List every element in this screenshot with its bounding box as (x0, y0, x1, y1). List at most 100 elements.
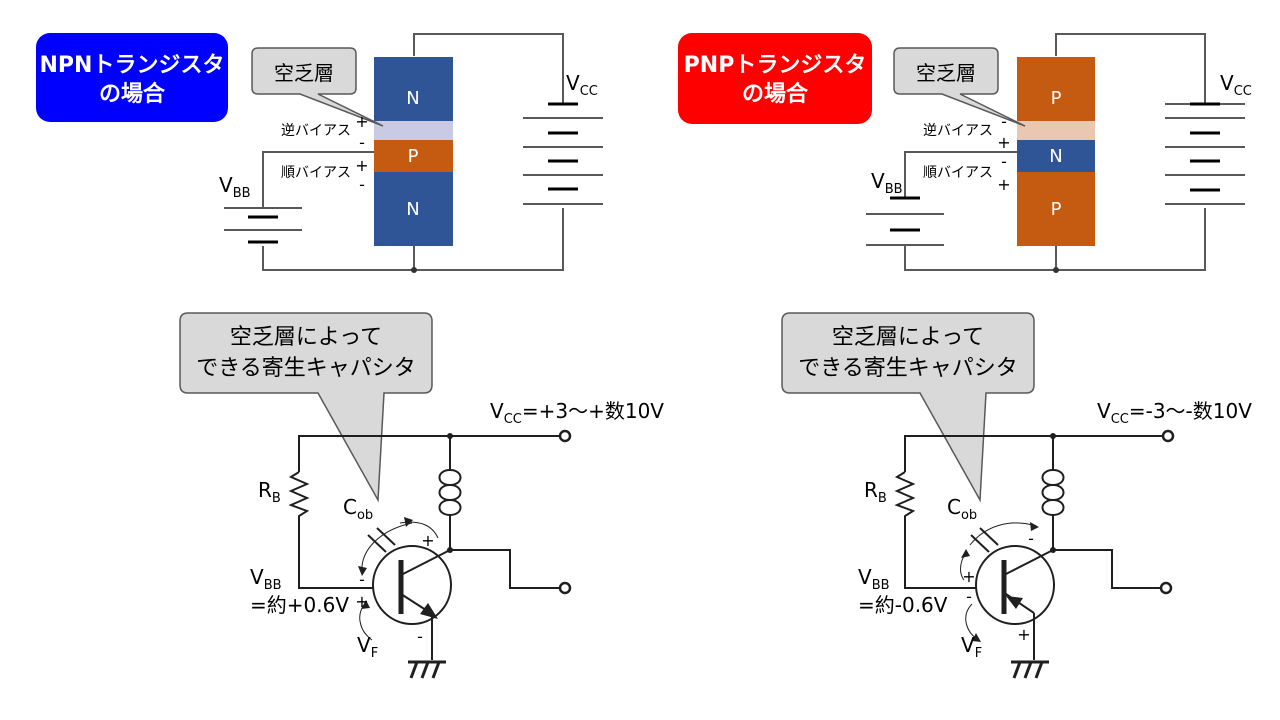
npn-junction-dot (411, 267, 417, 273)
npn-depletion-layer (374, 121, 453, 140)
pnp-title-line1: PNPトランジスタ (684, 53, 867, 78)
pnp-n-layer (1017, 140, 1095, 172)
npn-layer-mid-label: P (408, 146, 419, 167)
npn-title-box (36, 33, 228, 122)
npn-p-layer (374, 140, 453, 172)
pnp-vcc-label: VCC (1220, 71, 1252, 99)
npn-sign-c: + (421, 531, 434, 550)
npn-collector-wire (413, 33, 564, 104)
npn-layer-top-label: N (406, 88, 419, 109)
npn-cob-arrow-right (399, 521, 439, 539)
npn-vbb2-value: =約+0.6V (250, 593, 349, 617)
pnp-p-bottom (1017, 172, 1095, 246)
pnp-vbb2-label: VBB (858, 565, 890, 593)
pnp-reverse-bias-label: 逆バイアス (923, 123, 993, 139)
pnp-vbb2-value: =約-0.6V (858, 593, 948, 617)
pnp-collector-wire (1055, 33, 1206, 104)
npn-vbb-label: VBB (219, 173, 251, 201)
npn-sign-rev-top: + (355, 112, 368, 131)
pnp-vbb-battery (866, 196, 944, 246)
npn-section: NPNトランジスタ の場合 N P N 空乏層 逆バイアス 順バイアス + - … (36, 33, 664, 679)
npn-depletion-label: 空乏層 (274, 61, 334, 85)
pnp-inductor (1041, 469, 1065, 517)
pnp-supply-label: VCC=-3〜-数10V (1097, 399, 1252, 427)
npn-n-bottom (374, 172, 453, 246)
npn-vcc-terminal (558, 429, 572, 443)
npn-sign-b-top: - (359, 570, 365, 589)
npn-arrowhead-2 (404, 517, 413, 527)
npn-output-wire (450, 549, 565, 589)
npn-vcc-label: VCC (566, 71, 598, 99)
pnp-top-rail (904, 435, 1168, 472)
npn-vcc-battery (523, 102, 603, 205)
npn-title-line2: の場合 (99, 81, 166, 107)
pnp-arrowhead-3 (972, 633, 981, 642)
npn-rb-label: RB (258, 478, 281, 506)
pnp-cob-capacitor (970, 527, 999, 553)
npn-n-top (374, 57, 453, 121)
npn-sign-fwd-bottom: - (359, 175, 365, 194)
npn-inductor (438, 469, 462, 517)
pnp-output-wire (1053, 549, 1166, 589)
pnp-callout-line1: 空乏層によって (832, 325, 984, 350)
npn-capacitor-callout (179, 312, 433, 503)
pnp-arrowhead-2 (961, 549, 970, 558)
pnp-layer-top-label: P (1051, 88, 1062, 109)
pnp-rb-resistor (894, 471, 980, 589)
pnp-junction-dot (1053, 267, 1059, 273)
pnp-vf-label: VF (961, 633, 982, 661)
pnp-vbb-label: VBB (871, 169, 903, 197)
npn-depletion-callout (251, 47, 384, 127)
pnp-ground-icon (1011, 660, 1049, 679)
npn-callout-line2: できる寄生キャパシタ (196, 356, 416, 381)
npn-supply-label: VCC=+3〜+数10V (490, 399, 664, 427)
pnp-vcc-terminal (1161, 429, 1175, 443)
pnp-p-top (1017, 57, 1095, 121)
npn-forward-bias-label: 順バイアス (281, 165, 351, 181)
pnp-callout-line2: できる寄生キャパシタ (798, 356, 1018, 381)
pnp-vcc-battery (1165, 102, 1245, 205)
npn-output-terminal (558, 581, 572, 595)
npn-arrowhead-1 (358, 566, 367, 576)
pnp-output-terminal (1159, 581, 1173, 595)
npn-transistor (372, 545, 452, 660)
npn-sign-fwd-top: + (355, 156, 368, 175)
npn-top-rail (298, 435, 565, 472)
npn-title-line1: NPNトランジスタ (40, 53, 225, 78)
pnp-sign-b-top: + (962, 567, 975, 586)
pnp-sign-fwd-bottom: + (997, 175, 1010, 194)
pnp-depletion-layer (1017, 121, 1095, 140)
npn-cob-arrow-left (361, 522, 413, 574)
npn-vf-label: VF (357, 633, 378, 661)
pnp-sign-rev-bottom: + (997, 133, 1010, 152)
pnp-sign-e: + (1017, 625, 1030, 644)
pnp-forward-bias-label: 順バイアス (923, 165, 993, 181)
pnp-base-wire (904, 151, 1017, 198)
npn-ground-icon (408, 660, 446, 679)
npn-sign-b-bottom: + (355, 592, 368, 611)
pnp-cob-arrow-top (969, 522, 1037, 546)
pnp-rb-label: RB (864, 478, 887, 506)
pnp-sign-c: - (1028, 529, 1034, 548)
npn-reverse-bias-label: 逆バイアス (281, 123, 351, 139)
npn-vbb-battery (224, 207, 302, 244)
npn-cob-label: Cob (343, 495, 373, 523)
pnp-sign-fwd-top: - (1001, 152, 1007, 171)
npn-base-wire (262, 151, 374, 208)
pnp-depletion-label: 空乏層 (916, 61, 976, 85)
pnp-cob-label: Cob (947, 495, 977, 523)
npn-layer-bottom-label: N (406, 199, 419, 220)
pnp-layer-bottom-label: P (1051, 199, 1062, 220)
pnp-arrowhead-1 (1030, 522, 1039, 531)
pnp-title-line2: の場合 (742, 81, 809, 107)
npn-cob-capacitor (367, 527, 396, 553)
pnp-section: PNPトランジスタ の場合 P N P 空乏層 逆バイアス 順バイアス - + … (678, 33, 1252, 679)
pnp-layer-mid-label: N (1049, 146, 1062, 167)
pnp-title-box (678, 33, 872, 124)
npn-sign-rev-bottom: - (359, 133, 365, 152)
pnp-depletion-callout (893, 47, 1026, 127)
npn-callout-line1: 空乏層によって (230, 325, 382, 350)
npn-sign-e: - (417, 627, 423, 646)
pnp-sign-rev-top: - (1001, 112, 1007, 131)
